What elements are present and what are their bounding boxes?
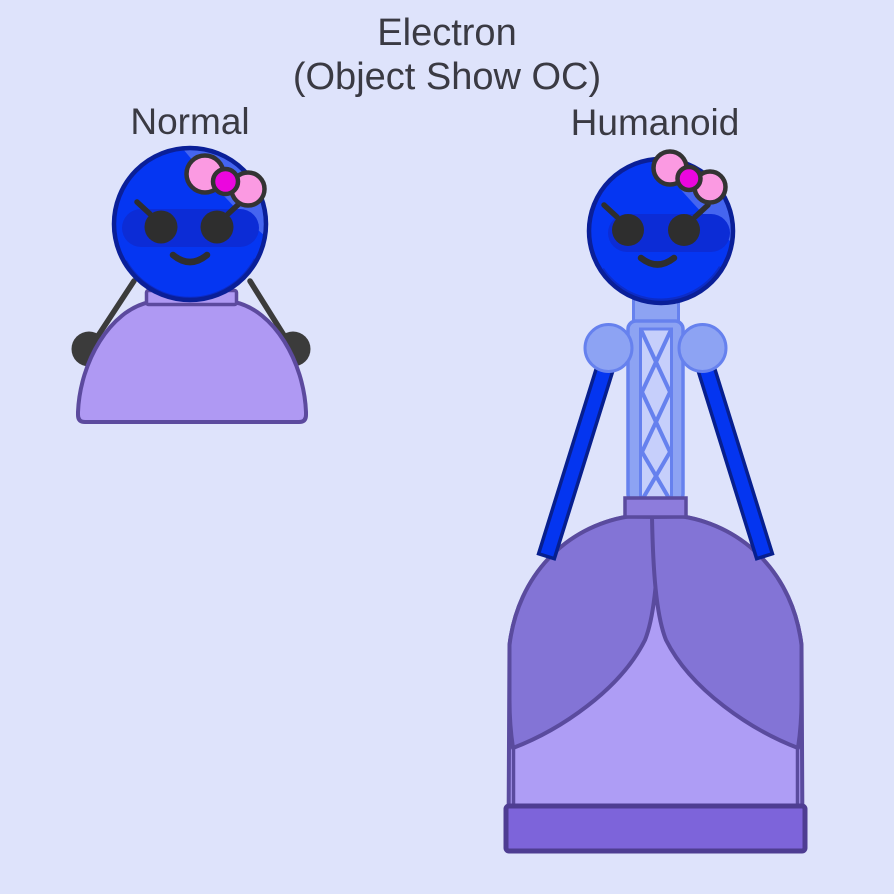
mouth-smile <box>169 251 211 266</box>
humanoid-gown <box>503 496 808 854</box>
corset-lacing-b <box>640 330 672 502</box>
eye-right <box>200 210 234 244</box>
waistband <box>623 496 688 519</box>
normal-arm-left <box>89 278 137 348</box>
head-outline <box>111 145 269 303</box>
puff-sleeve-right <box>677 323 728 373</box>
eyelash-right <box>692 202 711 220</box>
eye-right <box>668 214 700 246</box>
humanoid-corset <box>626 319 685 504</box>
hair-bow <box>651 149 728 205</box>
eyelash-left <box>134 199 153 217</box>
normal-form <box>71 145 311 424</box>
skirt-drape-left <box>507 514 661 750</box>
humanoid-form <box>503 149 808 854</box>
puff-sleeve-left <box>583 323 634 373</box>
sunglasses-visor <box>122 209 259 247</box>
eye-left <box>144 210 178 244</box>
label-humanoid: Humanoid <box>571 102 740 143</box>
page-subtitle: (Object Show OC) <box>293 56 601 98</box>
bow-knot <box>675 164 703 193</box>
skirt-drape-right <box>650 514 804 750</box>
normal-dress <box>76 300 308 424</box>
hem-band <box>503 803 808 854</box>
hair-bow <box>184 153 267 208</box>
mouth-smile <box>637 254 678 268</box>
bow-knot <box>210 166 241 197</box>
eyelash-left <box>601 202 620 220</box>
eye-left <box>612 214 644 246</box>
normal-arm-right <box>247 278 293 348</box>
page-title: Electron <box>377 12 516 54</box>
label-normal: Normal <box>130 101 249 142</box>
